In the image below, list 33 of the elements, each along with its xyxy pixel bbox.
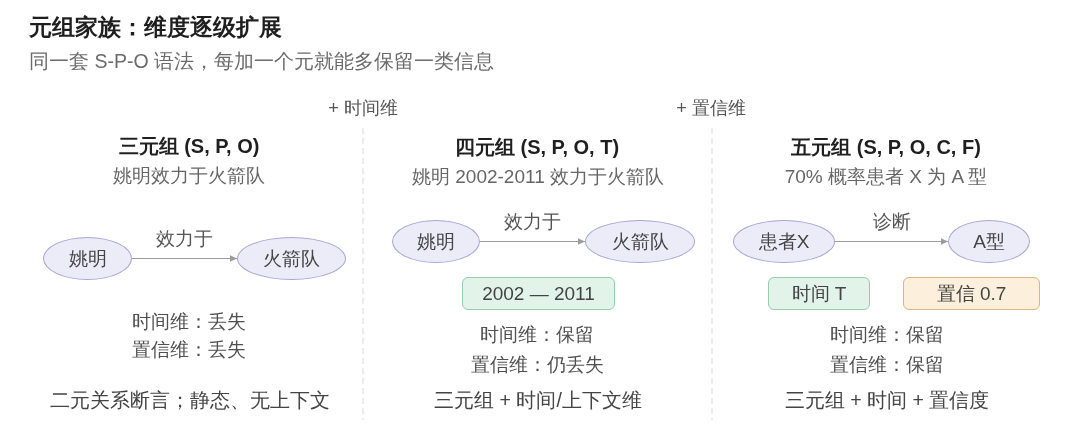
entity-ellipse: 姚明 — [43, 237, 132, 280]
dimension-status: 置信维：保留 — [830, 354, 944, 376]
dimension-status: 时间维：保留 — [830, 324, 944, 346]
qualifier-box: 时间 T — [768, 277, 870, 310]
entity-ellipse: A型 — [948, 220, 1030, 263]
panel-heading: 五元组 (S, P, O, C, F) — [791, 135, 981, 159]
dimension-added-label: + 置信维 — [676, 97, 746, 119]
summary-text: 二元关系断言；静态、无上下文 — [50, 388, 330, 412]
entity-ellipse: 患者X — [733, 220, 835, 263]
arrow — [131, 255, 238, 262]
title: 元组家族：维度逐级扩展 — [29, 13, 282, 41]
entity-ellipse: 火箭队 — [585, 220, 695, 263]
example-sentence: 70% 概率患者 X 为 A 型 — [784, 166, 988, 188]
dimension-status: 时间维：丢失 — [132, 311, 246, 333]
summary-text: 三元组 + 时间/上下文维 — [434, 388, 642, 412]
panel-heading: 三元组 (S, P, O) — [118, 134, 260, 158]
dimension-status: 置信维：丢失 — [132, 339, 246, 361]
edge-label: 效力于 — [504, 210, 561, 233]
arrow — [479, 238, 586, 245]
subtitle: 同一套 S-P-O 语法，每加一个元就能多保留一类信息 — [29, 49, 494, 73]
example-sentence: 姚明 2002-2011 效力于火箭队 — [412, 166, 664, 188]
dimension-added-label: + 时间维 — [328, 97, 398, 119]
arrow — [834, 238, 949, 245]
panel-heading: 四元组 (S, P, O, T) — [454, 135, 620, 159]
entity-ellipse: 姚明 — [392, 220, 480, 263]
qualifier-box: 置信 0.7 — [903, 277, 1040, 310]
dimension-status: 置信维：仍丢失 — [470, 354, 604, 376]
qualifier-box: 2002 — 2011 — [462, 277, 615, 310]
example-sentence: 姚明效力于火箭队 — [113, 165, 265, 187]
entity-ellipse: 火箭队 — [237, 237, 346, 280]
summary-text: 三元组 + 时间 + 置信度 — [784, 388, 990, 412]
edge-label: 诊断 — [872, 210, 911, 233]
edge-label: 效力于 — [156, 227, 213, 250]
